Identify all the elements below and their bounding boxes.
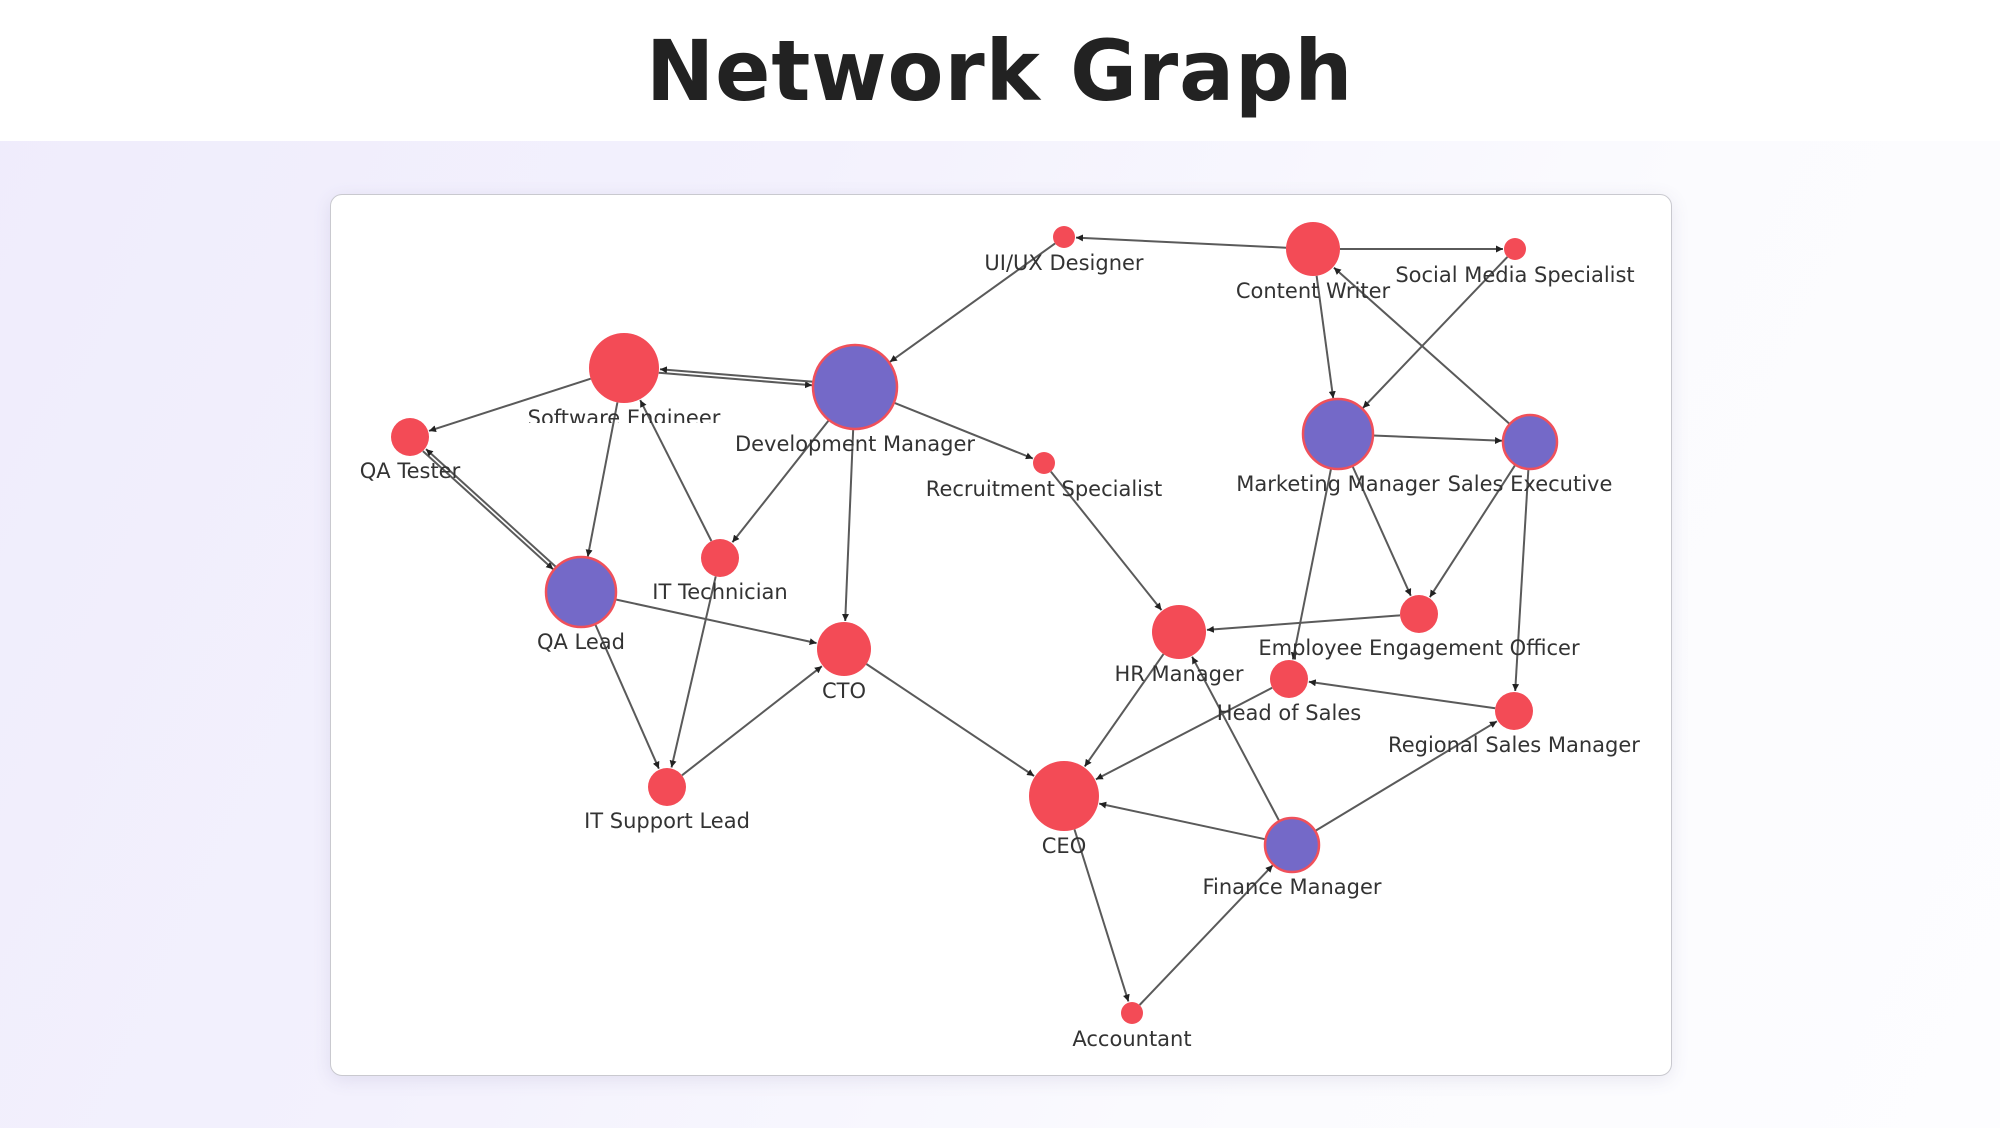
node-label-ui-ux-designer: UI/UX Designer [984,251,1143,275]
edge-development-manager-to-it-technician [731,419,830,543]
node-accountant[interactable] [1121,1002,1143,1024]
node-sales-executive[interactable] [1501,413,1559,471]
edge-it-support-lead-to-cto [681,665,823,777]
page-header: Network Graph [0,0,2000,141]
edge-software-engineer-to-development-manager [658,371,813,389]
node-label-development-manager: Development Manager [735,432,975,456]
node-label-it-support-lead: IT Support Lead [584,809,750,833]
node-social-media-specialist[interactable] [1504,238,1526,260]
edge-recruitment-specialist-to-hr-manager [1050,470,1163,611]
node-development-manager[interactable] [811,343,899,431]
edge-head-of-sales-to-ceo [1095,686,1273,781]
edge-marketing-manager-to-head-of-sales [1290,468,1333,660]
node-label-social-media-specialist: Social Media Specialist [1395,263,1634,287]
node-label-employee-engagement-officer: Employee Engagement Officer [1258,636,1580,660]
node-label-ceo: CEO [1042,834,1086,858]
edge-development-manager-to-recruitment-specialist [893,401,1034,460]
edge-it-technician-to-software-engineer [639,399,713,542]
node-label-marketing-manager: Marketing Manager [1236,472,1440,496]
node-content-writer[interactable] [1286,222,1340,276]
edge-qa-tester-to-qa-lead [422,450,554,570]
edge-qa-lead-to-it-support-lead [594,623,660,770]
node-label-cto: CTO [822,679,866,703]
node-ui-ux-designer[interactable] [1053,226,1075,248]
node-software-engineer[interactable] [589,333,659,403]
node-marketing-manager[interactable] [1301,397,1375,471]
edge-social-media-specialist-to-marketing-manager [1362,256,1509,409]
node-employee-engagement-officer[interactable] [1400,595,1438,633]
node-head-of-sales[interactable] [1270,660,1308,698]
node-label-qa-lead: QA Lead [537,630,625,654]
node-label-sales-executive: Sales Executive [1448,472,1613,496]
node-ceo[interactable] [1029,761,1099,831]
edge-development-manager-to-software-engineer [659,366,814,383]
node-label-software-engineer: Software Engineer [528,406,721,430]
node-label-recruitment-specialist: Recruitment Specialist [926,477,1162,501]
node-cto[interactable] [817,622,871,676]
node-qa-lead[interactable] [544,555,618,629]
node-label-qa-tester: QA Tester [360,459,461,483]
edge-sales-executive-to-regional-sales-manager [1512,468,1530,692]
edge-finance-manager-to-hr-manager [1191,656,1281,822]
node-label-hr-manager: HR Manager [1114,662,1243,686]
edges-layer [422,234,1530,1006]
node-label-regional-sales-manager: Regional Sales Manager [1388,733,1640,757]
edge-sales-executive-to-employee-engagement-officer [1428,464,1517,598]
edge-content-writer-to-marketing-manager [1315,275,1336,399]
edge-marketing-manager-to-employee-engagement-officer [1351,465,1412,597]
node-label-accountant: Accountant [1072,1027,1191,1051]
edge-sales-executive-to-content-writer [1333,266,1511,425]
edge-ui-ux-designer-to-development-manager [889,242,1056,363]
edge-marketing-manager-to-sales-executive [1372,434,1503,445]
edge-cto-to-ceo [865,663,1035,777]
node-recruitment-specialist[interactable] [1033,452,1055,474]
node-label-finance-manager: Finance Manager [1202,875,1381,899]
page-title: Network Graph [646,21,1354,120]
edge-content-writer-to-ui-ux-designer [1075,234,1287,249]
node-regional-sales-manager[interactable] [1495,692,1533,730]
edge-regional-sales-manager-to-head-of-sales [1308,679,1496,710]
edge-software-engineer-to-qa-tester [428,377,592,433]
edge-employee-engagement-officer-to-hr-manager [1206,614,1401,633]
node-it-technician[interactable] [701,539,739,577]
edge-accountant-to-finance-manager [1138,864,1274,1006]
node-it-support-lead[interactable] [648,768,686,806]
edge-finance-manager-to-regional-sales-manager [1314,720,1498,832]
edge-hr-manager-to-ceo [1083,653,1165,768]
node-label-it-technician: IT Technician [652,580,787,604]
edge-qa-lead-to-cto [614,598,817,646]
edge-finance-manager-to-ceo [1098,801,1266,841]
edge-software-engineer-to-qa-lead [585,402,619,557]
node-hr-manager[interactable] [1152,605,1206,659]
edge-qa-lead-to-qa-tester [425,448,557,568]
edge-ceo-to-accountant [1073,829,1130,1002]
node-label-head-of-sales: Head of Sales [1217,701,1361,725]
nodes-layer [391,222,1559,1024]
edge-development-manager-to-cto [841,428,855,622]
edge-it-technician-to-it-support-lead [669,576,717,768]
node-finance-manager[interactable] [1263,816,1321,874]
node-label-content-writer: Content Writer [1236,279,1391,303]
node-qa-tester[interactable] [391,418,429,456]
